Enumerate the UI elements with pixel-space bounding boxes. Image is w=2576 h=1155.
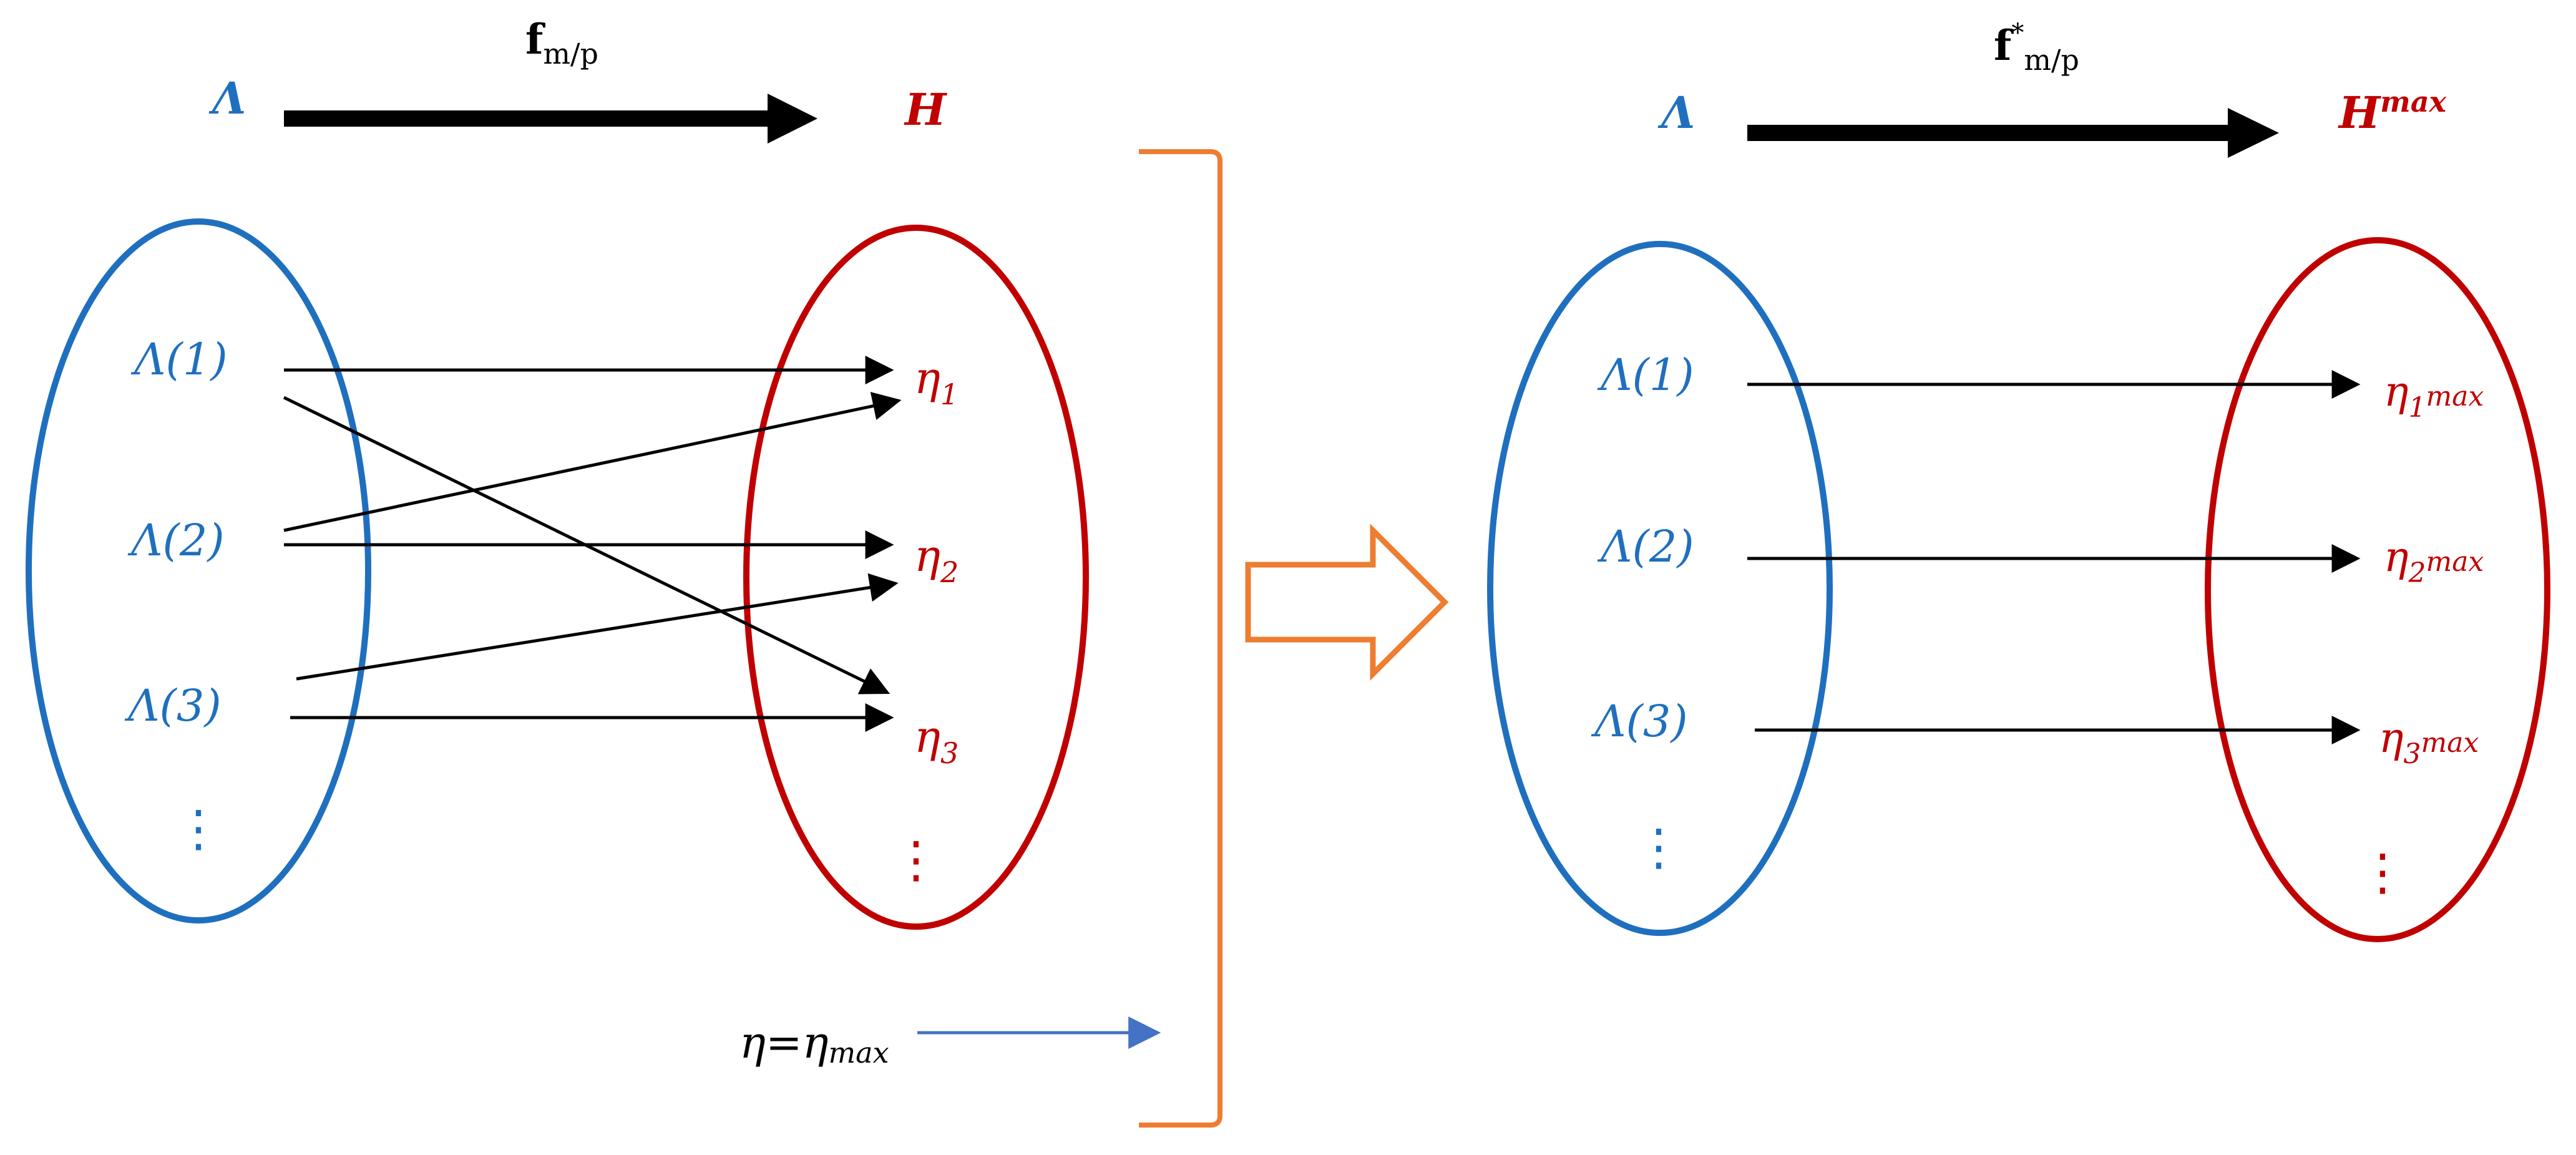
condition-label: η=ηmax xyxy=(739,1017,889,1070)
left-domain-item-2: Λ(2) xyxy=(127,515,225,566)
left-codomain-item-1: η1 xyxy=(914,353,959,411)
right-domain-ellipse xyxy=(1487,241,1833,936)
left-panel: fm/p Λ H Λ(1) Λ(2) Λ(3) ⋮ η1 η2 η3 ⋮ η=η… xyxy=(26,15,1222,1128)
left-codomain-item-3: η3 xyxy=(914,711,959,770)
left-mapping-label: fm/p xyxy=(525,15,598,71)
right-domain-item-3: Λ(3) xyxy=(1591,696,1688,747)
right-domain-ellipsis: ⋮ xyxy=(1634,818,1684,876)
right-mapping-label: f*m/p xyxy=(1994,19,2079,77)
transition-arrow-icon xyxy=(1245,524,1449,681)
left-domain-ellipse xyxy=(26,218,371,924)
left-domain-item-1: Λ(1) xyxy=(130,334,228,385)
left-codomain-ellipse xyxy=(743,225,1089,930)
left-codomain-ellipsis: ⋮ xyxy=(891,831,941,889)
right-codomain-ellipsis: ⋮ xyxy=(2358,843,2408,901)
right-domain-label: Λ xyxy=(1657,87,1695,139)
right-codomain-ellipse xyxy=(2205,237,2550,942)
left-codomain-label: H xyxy=(904,84,947,135)
left-domain-label: Λ xyxy=(208,72,246,124)
left-main-arrow-head xyxy=(768,94,817,144)
left-domain-ellipsis: ⋮ xyxy=(173,799,223,857)
right-domain-item-1: Λ(1) xyxy=(1597,349,1694,401)
right-panel: f*m/p Λ Hmax Λ(1) Λ(2) Λ(3) ⋮ η1max η2ma… xyxy=(1487,19,2550,942)
right-codomain-item-3: η3max xyxy=(2379,714,2479,770)
left-domain-item-3: Λ(3) xyxy=(124,680,222,731)
right-main-arrow-head xyxy=(2228,108,2279,158)
orange-bracket xyxy=(1139,149,1222,1128)
left-arrow-3-to-2 xyxy=(296,573,899,681)
right-codomain-label: Hmax xyxy=(2338,85,2447,139)
right-codomain-item-2: η2max xyxy=(2384,533,2484,589)
left-codomain-item-2: η2 xyxy=(914,530,959,589)
left-arrow-2-to-1 xyxy=(283,392,902,532)
right-domain-item-2: Λ(2) xyxy=(1597,521,1694,572)
right-codomain-item-1: η1max xyxy=(2384,368,2484,424)
